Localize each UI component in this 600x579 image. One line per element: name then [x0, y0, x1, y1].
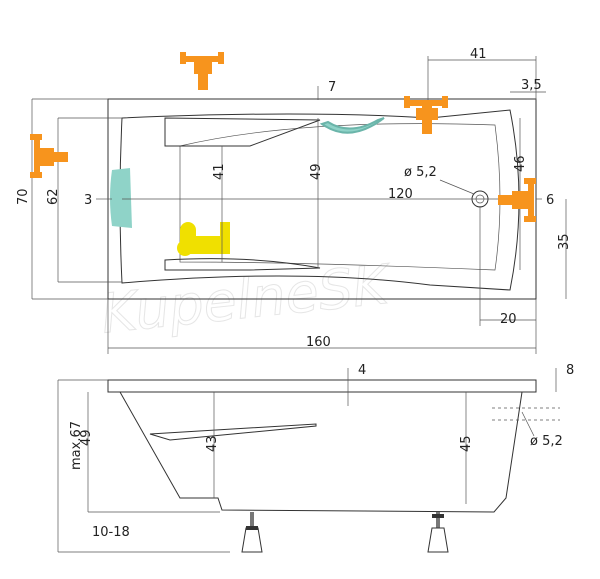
- dim-inner-length: 120: [388, 187, 413, 202]
- dim-center-depth: 49: [309, 163, 324, 180]
- tub-body-side: [119, 391, 523, 513]
- dim-drain-from-end: 20: [500, 312, 517, 327]
- dim-seat-depth: 43: [205, 435, 220, 452]
- dim-rim-top: 7: [328, 80, 336, 95]
- headrest-left: [110, 168, 132, 228]
- faucet-right: [498, 178, 536, 222]
- dim-outer-height: 49: [79, 429, 94, 446]
- headrest-top: [319, 117, 385, 134]
- leg-right: [427, 512, 449, 553]
- dim-inner-depth: 45: [459, 435, 474, 452]
- inner-basin-top: [119, 109, 520, 291]
- faucet-left: [30, 134, 68, 178]
- dim-max-height: max.67: [69, 421, 84, 470]
- dim-overall-width: 70: [16, 188, 31, 205]
- dim-side-right: 6: [546, 193, 554, 208]
- dim-drain-center-height: 35: [557, 233, 572, 250]
- dim-headrest: 3: [84, 193, 92, 208]
- dim-overflow: ø 5,2: [530, 434, 563, 449]
- dim-corner: 3,5: [521, 78, 542, 93]
- dim-legs: 10-18: [92, 525, 130, 540]
- top-view: 160 70 62 7 41 3,5 41 49 120 ø 5,2 46 6 …: [16, 47, 572, 354]
- side-view: 4 8 49 43 45 ø 5,2 max.67 10-18: [57, 363, 574, 553]
- dim-rim: 4: [358, 363, 366, 378]
- faucet-top-left: [180, 52, 224, 90]
- dim-overall-length: 160: [306, 335, 331, 350]
- tub-rim-side: [107, 379, 537, 393]
- dim-rim-right: 8: [566, 363, 574, 378]
- pump-icon: [177, 222, 230, 256]
- faucet-top-right: [404, 96, 448, 134]
- dim-drain-height: 41: [212, 163, 227, 180]
- dim-drain-offset: 41: [470, 47, 487, 62]
- dim-drain-diameter: ø 5,2: [404, 165, 437, 180]
- leg-left: [241, 512, 263, 553]
- dim-inner-width: 62: [46, 188, 61, 205]
- dim-right-depth: 46: [513, 155, 528, 172]
